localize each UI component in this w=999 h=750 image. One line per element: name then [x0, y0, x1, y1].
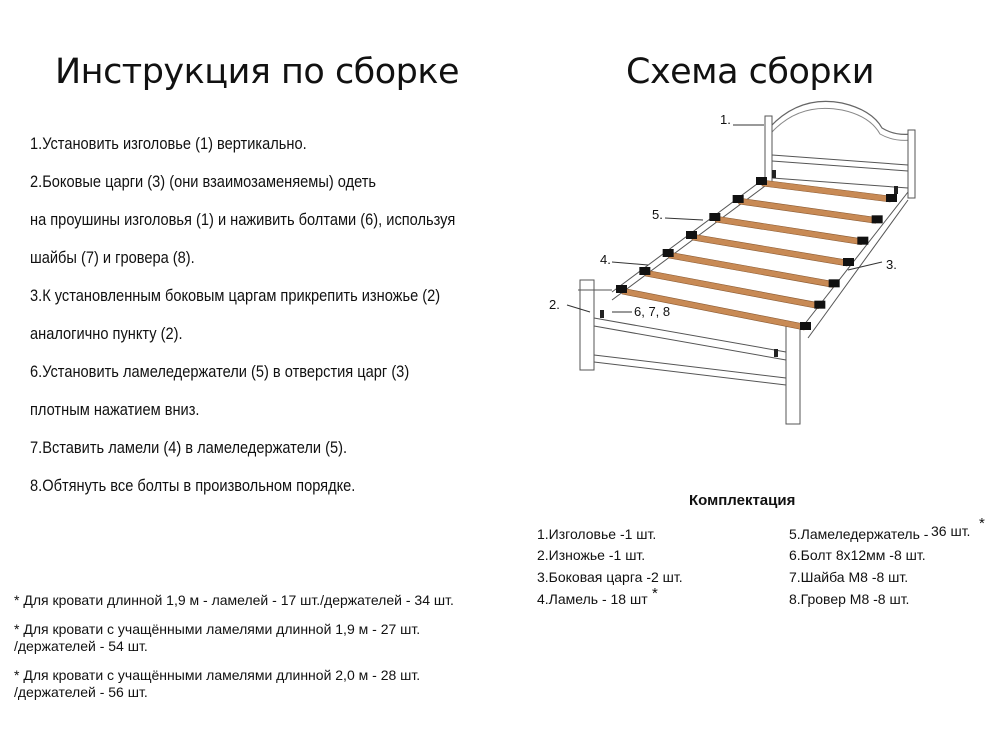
label-slat: 4.: [600, 252, 611, 267]
slat-holder: [871, 215, 883, 224]
slat-holder: [686, 231, 697, 239]
slat-holder: [886, 194, 897, 202]
slat-holder: [709, 213, 721, 221]
slat: [738, 197, 876, 224]
footnote-dense-1-9m: * Для кровати с учащёнными ламелями длин…: [14, 621, 421, 637]
step-line-5: 3.К установленным боковым царгам прикреп…: [30, 286, 441, 305]
label-headboard: 1.: [720, 112, 731, 127]
step-line-4: шайбы (7) и гровера (8).: [30, 248, 195, 267]
step-line-10: 8.Обтянуть все болты в произвольном поря…: [30, 476, 356, 495]
slat-holder: [616, 285, 627, 293]
instructions-title: Инструкция по сборке: [55, 52, 460, 92]
slat: [715, 215, 862, 246]
label-fasteners: 6, 7, 8: [634, 304, 670, 319]
slat-holder: [843, 258, 854, 266]
bolt-icon: [600, 310, 604, 318]
slat-holder: [732, 195, 744, 203]
bolt-icon: [774, 349, 778, 357]
step-line-3: на проушины изголовья (1) и наживить бол…: [30, 210, 456, 229]
kit-item-slat: 4.Ламель - 18 шт: [537, 591, 648, 607]
kit-item-side-rail: 3.Боковая царга -2 шт.: [537, 569, 683, 585]
scheme-title: Схема сборки: [626, 52, 875, 92]
step-line-9: 7.Вставить ламели (4) в ламеледержатели …: [30, 438, 348, 457]
slat-holder: [828, 279, 840, 288]
bolt-icon: [772, 170, 776, 178]
slat-holder: [756, 177, 767, 185]
step-line-2: 2.Боковые царги (3) (они взаимозаменяемы…: [30, 172, 377, 191]
slat-holder: [800, 322, 811, 330]
footnote-dense-2-0m-holders: /держателей - 56 шт.: [14, 684, 148, 700]
kit-item-bolt: 6.Болт 8х12мм -8 шт.: [789, 547, 926, 563]
kit-item-spring-washer: 8.Гровер М8 -8 шт.: [789, 591, 910, 607]
label-side-rail: 3.: [886, 257, 897, 272]
kit-title: Комплектация: [689, 492, 796, 509]
holder-asterisk: *: [979, 515, 985, 532]
kit-item-washer: 7.Шайба М8 -8 шт.: [789, 569, 909, 585]
kit-item-footboard: 2.Изножье -1 шт.: [537, 547, 646, 563]
kit-holders-count: 36 шт.: [931, 523, 971, 539]
step-line-8: плотным нажатием вниз.: [30, 400, 200, 419]
slat-holder: [639, 267, 651, 275]
slat: [761, 179, 891, 203]
kit-item-headboard: 1.Изголовье -1 шт.: [537, 526, 657, 542]
step-line-1: 1.Установить изголовье (1) вертикально.: [30, 134, 307, 153]
label-slat-holder: 5.: [652, 207, 663, 222]
footnote-dense-2-0m: * Для кровати с учащёнными ламелями длин…: [14, 667, 421, 683]
footnote-1-9m: * Для кровати длинной 1,9 м - ламелей - …: [14, 592, 454, 608]
kit-item-slat-holder: 5.Ламеледержатель -: [789, 526, 929, 542]
slat-holder: [814, 300, 826, 309]
bolt-icon: [894, 186, 898, 194]
headboard: [769, 100, 913, 135]
step-line-7: 6.Установить ламеледержатели (5) в отвер…: [30, 362, 410, 381]
slat-asterisk: *: [652, 585, 658, 602]
label-footboard: 2.: [549, 297, 560, 312]
footnote-dense-1-9m-holders: /держателей - 54 шт.: [14, 638, 148, 654]
slat-holder: [857, 236, 869, 245]
slat-holder: [662, 249, 674, 257]
step-line-6: аналогично пункту (2).: [30, 324, 183, 343]
